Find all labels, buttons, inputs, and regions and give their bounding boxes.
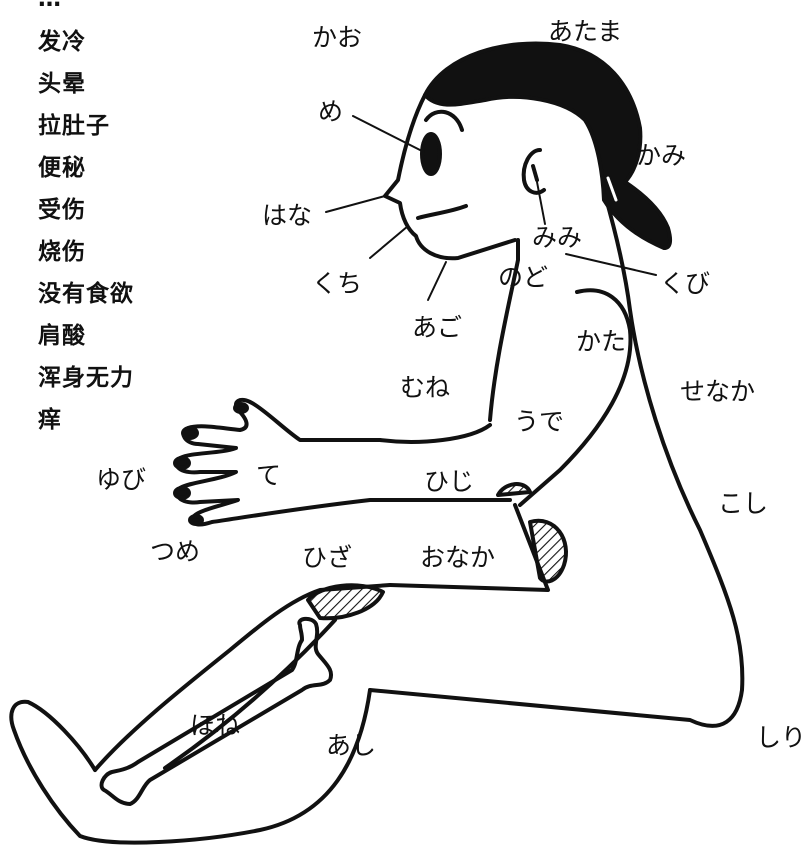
label-kubi: くび xyxy=(660,269,711,298)
label-hiji: ひじ xyxy=(424,467,475,496)
belly-hatch xyxy=(528,518,568,584)
label-mimi: みみ xyxy=(532,223,583,252)
label-hana: はな xyxy=(262,201,313,230)
leader-ago xyxy=(427,261,447,301)
symptom-constipation: 便秘 xyxy=(38,155,86,181)
symptom-stiff-shoulders: 肩酸 xyxy=(38,323,86,349)
label-yubi: ゆび xyxy=(96,465,147,494)
symptom-burn: 烧伤 xyxy=(38,239,86,265)
label-nodo: のど xyxy=(498,263,549,292)
label-hiza: ひざ xyxy=(302,543,353,572)
fingernail-5 xyxy=(188,514,204,526)
hair-shape xyxy=(423,41,673,250)
label-onaka: おなか xyxy=(420,543,496,572)
face-outline xyxy=(383,93,517,261)
foot-outline xyxy=(9,688,372,845)
leader-mimi xyxy=(536,181,546,225)
back-outline xyxy=(368,193,745,728)
symptom-injury: 受伤 xyxy=(38,197,86,223)
label-tsume: つめ xyxy=(150,537,201,566)
leader-kuchi xyxy=(369,225,409,259)
leader-kubi xyxy=(565,253,657,276)
label-ago: あご xyxy=(412,313,463,342)
label-kao: かお xyxy=(312,23,363,52)
hair-tie xyxy=(606,176,618,202)
fingernail-3 xyxy=(173,456,191,470)
symptom-chills: 发冷 xyxy=(38,29,86,55)
fingernail-4 xyxy=(173,486,191,500)
symptom-dizzy: 头晕 xyxy=(38,71,86,97)
label-te: て xyxy=(256,461,282,490)
symptom-no-appetite: 没有食欲 xyxy=(38,281,134,307)
label-kata: かた xyxy=(576,327,627,356)
arm-under-outline xyxy=(378,423,492,444)
ear-shape xyxy=(521,148,546,195)
symptom-diarrhea: 拉肚子 xyxy=(38,113,110,139)
label-mune: むね xyxy=(400,373,451,402)
eyebrow-shape xyxy=(424,109,464,132)
shin-outline xyxy=(163,618,337,770)
label-shiri: しり xyxy=(756,723,807,752)
label-kami: かみ xyxy=(636,141,687,170)
symptom-itchy: 痒 xyxy=(38,407,62,433)
label-hone: ほね xyxy=(190,711,241,740)
fingernail-1 xyxy=(233,402,249,414)
label-kuchi: くち xyxy=(312,269,363,298)
leader-me xyxy=(352,115,421,151)
symptom-partial-top: … xyxy=(38,0,62,12)
label-ude: うで xyxy=(514,407,565,436)
label-senaka: せなか xyxy=(680,377,756,406)
label-atama: あたま xyxy=(548,17,623,46)
leg-upper-outline xyxy=(93,583,392,772)
symptom-fatigue: 浑身无力 xyxy=(38,365,134,391)
leader-hana xyxy=(325,195,386,213)
lap-outline xyxy=(388,503,550,592)
mouth-shape xyxy=(416,204,468,220)
label-me: め xyxy=(318,97,344,126)
label-koshi: こし xyxy=(718,489,769,518)
chest-outline xyxy=(488,238,520,422)
label-ashi: あし xyxy=(326,731,377,760)
fingernail-2 xyxy=(181,426,199,440)
eye-shape xyxy=(420,132,442,176)
elbow-hatch xyxy=(496,482,532,497)
arm-upper-outline xyxy=(518,288,633,507)
